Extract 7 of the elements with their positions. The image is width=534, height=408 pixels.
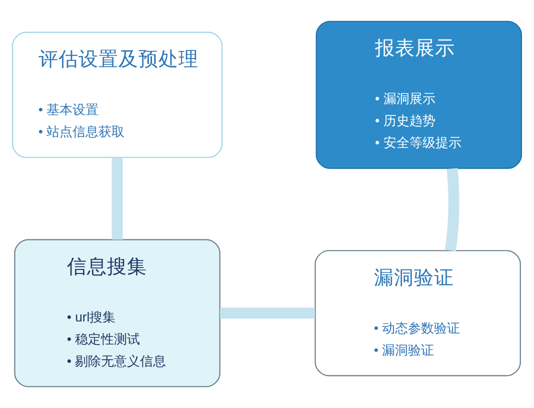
- node-box: 信息搜集 • url搜集 • 稳定性测试 • 剔除无意义信息: [14, 239, 220, 388]
- node-box: 漏洞验证 • 动态参数验证 • 漏洞验证: [314, 250, 521, 376]
- connector: [112, 158, 123, 240]
- connector: [220, 308, 316, 319]
- connector: [444, 168, 460, 252]
- node-box: 报表展示 • 漏洞展示 • 历史趋势 • 安全等级提示: [316, 20, 522, 169]
- node-box: 评估设置及预处理 • 基本设置 • 站点信息获取: [12, 32, 223, 158]
